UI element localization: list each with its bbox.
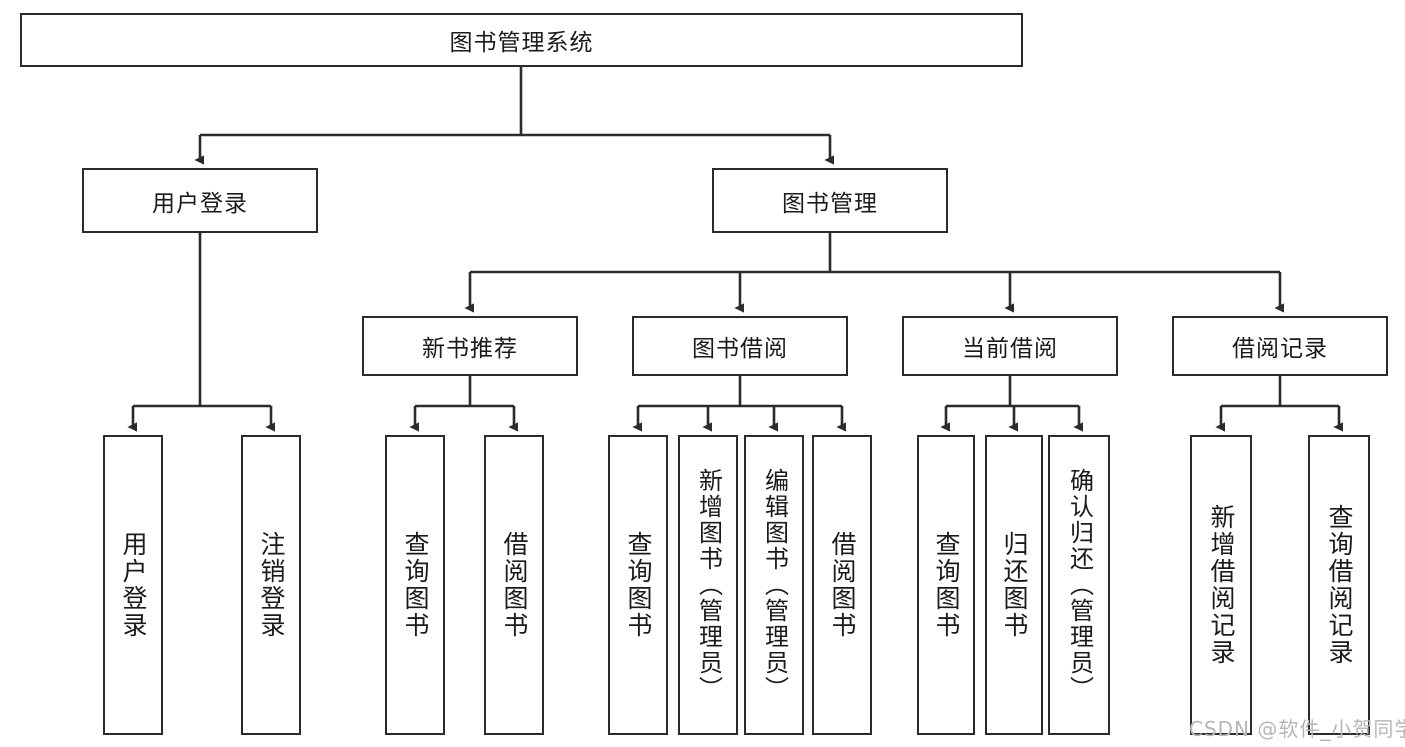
node-book-borrow[interactable]: 图书借阅 bbox=[632, 316, 848, 376]
node-leaf-query-books-current[interactable]: 查询图书 bbox=[917, 435, 975, 735]
node-leaf-logout[interactable]: 注销登录 bbox=[241, 435, 301, 735]
node-root-label: 图书管理系统 bbox=[449, 30, 594, 56]
node-leaf-query-books-borrow-label: 查询图书 bbox=[624, 531, 653, 639]
edge-userlogin-to-leaves bbox=[127, 233, 275, 432]
node-leaf-return-books-label: 归还图书 bbox=[1000, 531, 1029, 639]
node-leaf-add-borrow-record-label: 新增借阅记录 bbox=[1207, 504, 1236, 666]
node-leaf-borrow-books[interactable]: 借阅图书 bbox=[812, 435, 872, 735]
node-leaf-query-borrow-record[interactable]: 查询借阅记录 bbox=[1308, 435, 1370, 735]
node-leaf-query-books-borrow[interactable]: 查询图书 bbox=[608, 435, 668, 735]
node-leaf-add-book-admin[interactable]: 新增图书（管理员） bbox=[678, 435, 738, 735]
edge-borrow-to-leaves bbox=[632, 376, 846, 432]
node-borrow-records[interactable]: 借阅记录 bbox=[1172, 316, 1388, 376]
node-leaf-confirm-return-admin[interactable]: 确认归还（管理员） bbox=[1048, 435, 1110, 735]
node-leaf-user-login[interactable]: 用户登录 bbox=[103, 435, 163, 735]
node-leaf-query-borrow-record-label: 查询借阅记录 bbox=[1325, 504, 1354, 666]
node-current-borrow-label: 当前借阅 bbox=[962, 336, 1058, 362]
node-user-login-label: 用户登录 bbox=[152, 190, 248, 217]
node-leaf-query-books-recommend[interactable]: 查询图书 bbox=[385, 435, 445, 735]
node-leaf-confirm-return-admin-label: 确认归还（管理员） bbox=[1065, 468, 1094, 702]
node-new-book-recommend-label: 新书推荐 bbox=[422, 336, 518, 362]
node-leaf-logout-label: 注销登录 bbox=[257, 531, 286, 639]
node-user-login[interactable]: 用户登录 bbox=[82, 168, 318, 233]
edge-booksmgmt-to-level3 bbox=[464, 233, 1284, 313]
node-borrow-records-label: 借阅记录 bbox=[1232, 336, 1328, 362]
edge-root-to-level2 bbox=[194, 67, 834, 165]
node-leaf-edit-book-admin[interactable]: 编辑图书（管理员） bbox=[744, 435, 804, 735]
edge-current-to-leaves bbox=[940, 376, 1083, 432]
node-leaf-borrow-books-recommend-label: 借阅图书 bbox=[500, 531, 529, 639]
node-leaf-add-borrow-record[interactable]: 新增借阅记录 bbox=[1190, 435, 1252, 735]
node-leaf-user-login-label: 用户登录 bbox=[119, 531, 148, 639]
node-leaf-borrow-books-label: 借阅图书 bbox=[828, 531, 857, 639]
node-book-management[interactable]: 图书管理 bbox=[712, 168, 948, 233]
node-book-borrow-label: 图书借阅 bbox=[692, 336, 788, 362]
watermark-text: CSDN @软件_小贺同学 bbox=[1189, 717, 1405, 741]
edge-newbook-to-leaves bbox=[409, 376, 518, 432]
node-leaf-add-book-admin-label: 新增图书（管理员） bbox=[694, 468, 723, 702]
node-leaf-edit-book-admin-label: 编辑图书（管理员） bbox=[760, 468, 789, 702]
node-book-management-label: 图书管理 bbox=[782, 190, 878, 217]
node-root[interactable]: 图书管理系统 bbox=[20, 13, 1023, 67]
node-new-book-recommend[interactable]: 新书推荐 bbox=[362, 316, 578, 376]
node-leaf-query-books-recommend-label: 查询图书 bbox=[401, 531, 430, 639]
node-leaf-query-books-current-label: 查询图书 bbox=[932, 531, 961, 639]
node-current-borrow[interactable]: 当前借阅 bbox=[902, 316, 1118, 376]
node-leaf-borrow-books-recommend[interactable]: 借阅图书 bbox=[484, 435, 544, 735]
edge-records-to-leaves bbox=[1215, 376, 1343, 432]
node-leaf-return-books[interactable]: 归还图书 bbox=[985, 435, 1043, 735]
